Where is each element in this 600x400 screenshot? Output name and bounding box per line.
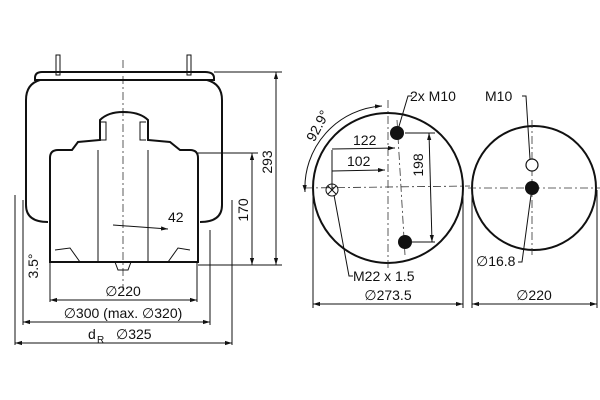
stud-hole-bottom <box>398 235 412 249</box>
dim-170: 170 <box>235 198 251 222</box>
dim-top-diameter: ∅273.5 <box>364 287 411 303</box>
angle-3-5: 3.5° <box>25 253 41 278</box>
piston <box>49 110 199 263</box>
dim-dr-diameter: ∅325 <box>116 326 152 342</box>
thread-label: M10 <box>485 88 512 104</box>
dim-293: 293 <box>259 150 275 174</box>
dim-piston-diameter: ∅220 <box>105 283 141 299</box>
bottom-view: M10 ∅16.8 ∅220 <box>468 88 600 308</box>
dim-bottom-diameter: ∅220 <box>516 287 552 303</box>
top-plate <box>34 71 215 81</box>
angle-92-9: 92.9° <box>303 107 333 144</box>
studs-label: 2x M10 <box>410 88 456 104</box>
air-inlet-label: M22 x 1.5 <box>353 268 415 284</box>
stud-left <box>55 54 61 76</box>
dr-label: d <box>88 326 96 342</box>
dim-198: 198 <box>410 153 426 177</box>
dim-42: 42 <box>168 209 184 225</box>
hole-label: ∅16.8 <box>476 253 516 269</box>
top-view: 122 102 198 92.9° 2x M10 M22 x 1.5 ∅273.… <box>302 88 471 308</box>
dim-122: 122 <box>353 132 377 148</box>
side-view: 293 170 42 3.5° ∅220 ∅300 (max. ∅320) d … <box>14 54 282 346</box>
stud-right <box>186 54 192 76</box>
locating-hole <box>525 181 539 195</box>
dim-bellows-diameter: ∅300 (max. ∅320) <box>64 305 183 321</box>
dr-subscript: R <box>97 335 104 346</box>
dim-102: 102 <box>347 153 371 169</box>
thread-hole <box>525 158 539 172</box>
bottom-bolt <box>114 261 132 271</box>
